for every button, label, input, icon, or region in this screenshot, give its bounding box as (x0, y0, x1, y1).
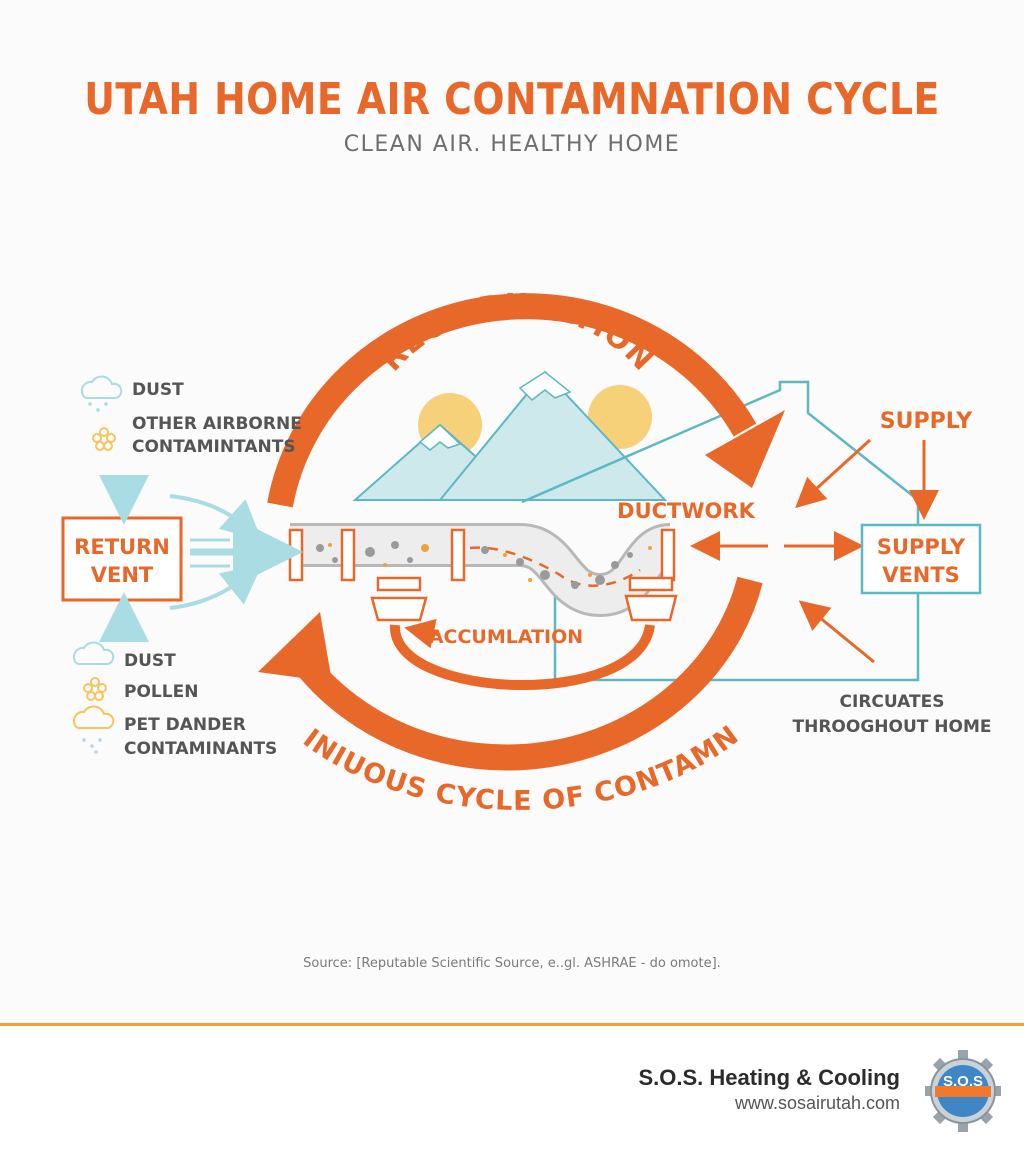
supply-label: SUPPLY (880, 409, 974, 434)
mountains-illustration (352, 370, 668, 501)
supply-vents-label-1: SUPPLY (877, 535, 966, 559)
circulates-label-1: CIRCUATES (840, 692, 945, 712)
supply-flow-arrows (690, 438, 939, 664)
source-note: Source: [Reputable Scientific Source, e.… (303, 956, 721, 971)
pollen-label: POLLEN (124, 682, 198, 702)
return-vent-box (61, 516, 183, 602)
other-airborne-label-2: CONTAMINTANTS (132, 437, 296, 457)
pet-dander-label-1: PET DANDER (124, 715, 246, 735)
bottom-dust-label: DUST (124, 651, 176, 671)
footer (0, 1026, 1024, 1154)
contamination-diagram: RETURN VENT DUST OTHER AIRBORNE CONTAMIN… (0, 0, 992, 817)
return-vent-label-2: VENT (91, 563, 154, 587)
footer-divider (0, 1023, 1024, 1026)
pet-dander-cloud-icon (72, 705, 115, 729)
circulates-label-2: THROOGHOUT HOME (793, 717, 992, 737)
recirculation-arrowhead-icon (705, 410, 785, 488)
top-contaminants-list: DUST OTHER AIRBORNE CONTAMINTANTS (80, 375, 302, 457)
pollen-icon (83, 677, 107, 701)
supply-vents-box (860, 523, 982, 595)
bottom-contaminants-list: DUST POLLEN PET DANDER CONTAMINANTS (72, 641, 277, 759)
other-airborne-label-1: OTHER AIRBORNE (132, 414, 302, 434)
page-subtitle: CLEAN AIR. HEALTHY HOME (343, 132, 681, 157)
sun-right-icon (588, 385, 652, 449)
cycle-arrowhead-icon (258, 612, 332, 682)
accumulation-arrow-icon (404, 618, 441, 649)
return-airflow-arrows (99, 475, 303, 642)
logo-text: S.O.S (943, 1073, 983, 1090)
accumulation-label: ACCUMLATION (429, 626, 583, 648)
company-name: S.O.S. Heating & Cooling (638, 1065, 900, 1090)
cloud-dust-icon (80, 375, 123, 399)
recirculation-label: RECICRULATION (374, 288, 660, 378)
recirculation-arrows (258, 293, 785, 771)
supply-vents-label-2: VENTS (882, 563, 960, 587)
accumulation-loop (389, 623, 655, 691)
ductwork-pipe (288, 523, 678, 622)
page-title: UTAH HOME AIR CONTAMNATION CYCLE (84, 74, 940, 125)
ductwork-label: DUCTWORK (617, 499, 755, 523)
sos-logo: S.O.S (925, 1050, 1001, 1132)
cloud-dust-icon (72, 641, 115, 665)
pollen-icon (92, 427, 116, 451)
pet-dander-label-2: CONTAMINANTS (124, 739, 277, 759)
return-vent-label-1: RETURN (74, 535, 170, 559)
top-dust-label: DUST (132, 380, 184, 400)
company-brand: S.O.S. Heating & Cooling www.sosairutah.… (638, 1065, 900, 1114)
company-url[interactable]: www.sosairutah.com (734, 1093, 900, 1113)
